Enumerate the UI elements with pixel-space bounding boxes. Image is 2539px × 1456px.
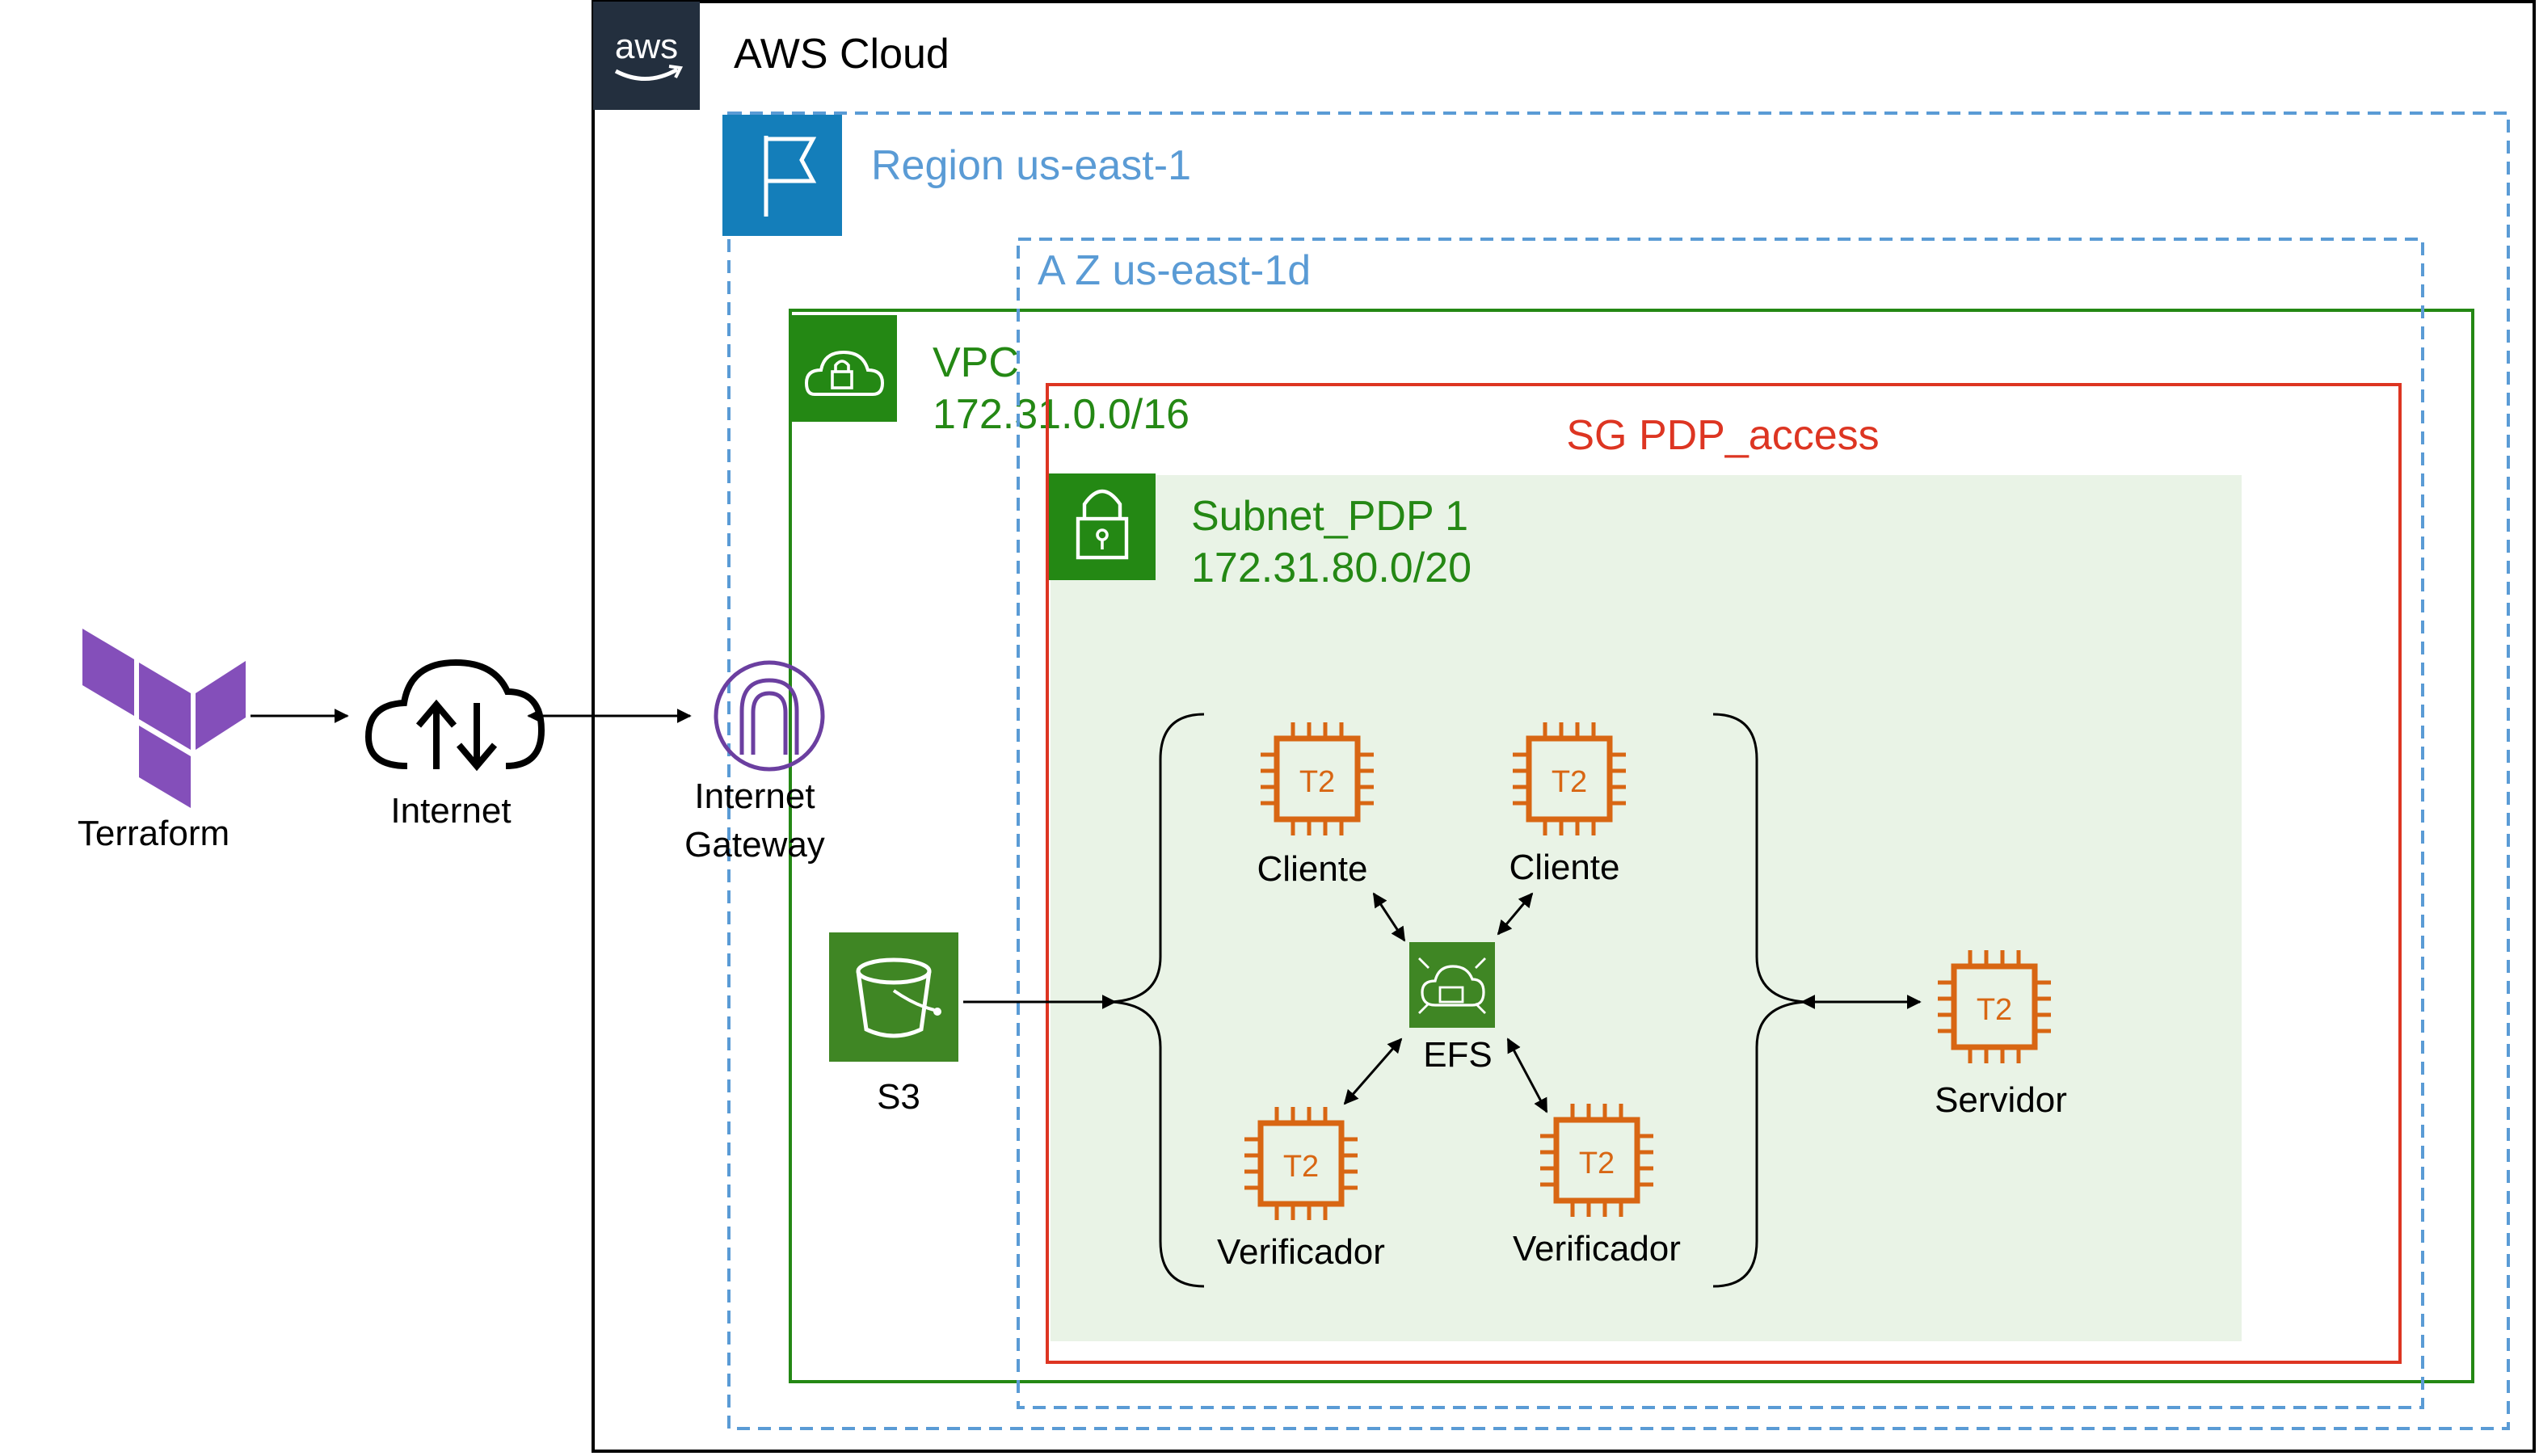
internet-node: Internet [364, 659, 545, 831]
padlock-icon [1049, 473, 1156, 580]
vpc-group: VPC 172.31.0.0/16 [789, 309, 2474, 1383]
security-group-border [1046, 383, 2402, 1364]
connector-cliente2-efs [1497, 892, 1534, 936]
region-group: Region us-east-1 [722, 112, 2510, 1430]
terraform-node: Terraform [78, 629, 246, 853]
s3-label: S3 [877, 1077, 920, 1117]
efs-node: EFS [1409, 942, 1495, 1075]
aws-logo-icon: aws [593, 2, 700, 110]
ec2-verificador-1: T2 Verificador [1217, 1107, 1385, 1272]
aws-cloud-label: AWS Cloud [734, 31, 949, 78]
aws-cloud-border [592, 0, 2536, 1453]
vpc-label: VPC [933, 339, 1019, 386]
flag-icon [722, 115, 842, 236]
cloud-transfer-icon [364, 659, 545, 772]
cliente-2-label: Cliente [1510, 848, 1620, 887]
internet-gateway-icon [714, 660, 825, 772]
servidor-label: Servidor [1935, 1080, 2067, 1120]
ec2-cliente-2: T2 Cliente [1510, 722, 1626, 887]
aws-logo-text: aws [615, 27, 678, 66]
security-group: SG PDP_access [1046, 383, 2402, 1364]
ec2-servidor: T2 Servidor [1935, 950, 2067, 1120]
subnet-group: Subnet_PDP 1 172.31.80.0/20 [1049, 473, 1472, 591]
availability-zone-label: A Z us-east-1d [1038, 247, 1311, 294]
connectors [251, 709, 1922, 1113]
aws-cloud-group: aws AWS Cloud [592, 0, 2536, 1453]
s3-bucket-icon [829, 932, 958, 1062]
chip-label: T2 [1552, 765, 1587, 799]
vpc-cidr: 172.31.0.0/16 [933, 391, 1189, 438]
chip-label: T2 [1977, 993, 2012, 1027]
region-border [727, 112, 2510, 1430]
availability-zone-group: A Z us-east-1d [1017, 238, 2424, 1409]
terraform-icon [82, 629, 246, 808]
ec2-cliente-1: T2 Cliente [1257, 722, 1374, 889]
s3-node: S3 [829, 932, 958, 1117]
efs-icon [1409, 942, 1495, 1028]
internet-gateway-node: Internet Gateway [684, 660, 825, 865]
cloud-lock-icon [790, 315, 897, 422]
chip-label: T2 [1299, 765, 1335, 799]
verificador-1-label: Verificador [1217, 1232, 1385, 1272]
internet-gateway-label-line2: Gateway [684, 825, 825, 865]
terraform-label: Terraform [78, 814, 229, 853]
subnet-label: Subnet_PDP 1 [1191, 493, 1468, 540]
connector-cliente1-efs [1372, 892, 1406, 942]
subnet-area [1051, 475, 2242, 1341]
region-label: Region us-east-1 [871, 142, 1191, 189]
verificador-2-label: Verificador [1513, 1229, 1681, 1269]
internet-gateway-label-line1: Internet [694, 776, 815, 816]
security-group-label: SG PDP_access [1566, 412, 1879, 459]
availability-zone-border [1017, 238, 2424, 1409]
efs-label: EFS [1423, 1035, 1493, 1075]
ec2-verificador-2: T2 Verificador [1513, 1104, 1681, 1269]
chip-label: T2 [1283, 1150, 1319, 1184]
internet-label: Internet [390, 791, 511, 831]
connector-verificador2-efs [1506, 1037, 1548, 1113]
subnet-cidr: 172.31.80.0/20 [1191, 545, 1472, 591]
vpc-border [789, 309, 2474, 1383]
chip-label: T2 [1579, 1147, 1615, 1180]
cliente-1-label: Cliente [1257, 849, 1368, 889]
connector-verificador1-efs [1343, 1037, 1403, 1105]
